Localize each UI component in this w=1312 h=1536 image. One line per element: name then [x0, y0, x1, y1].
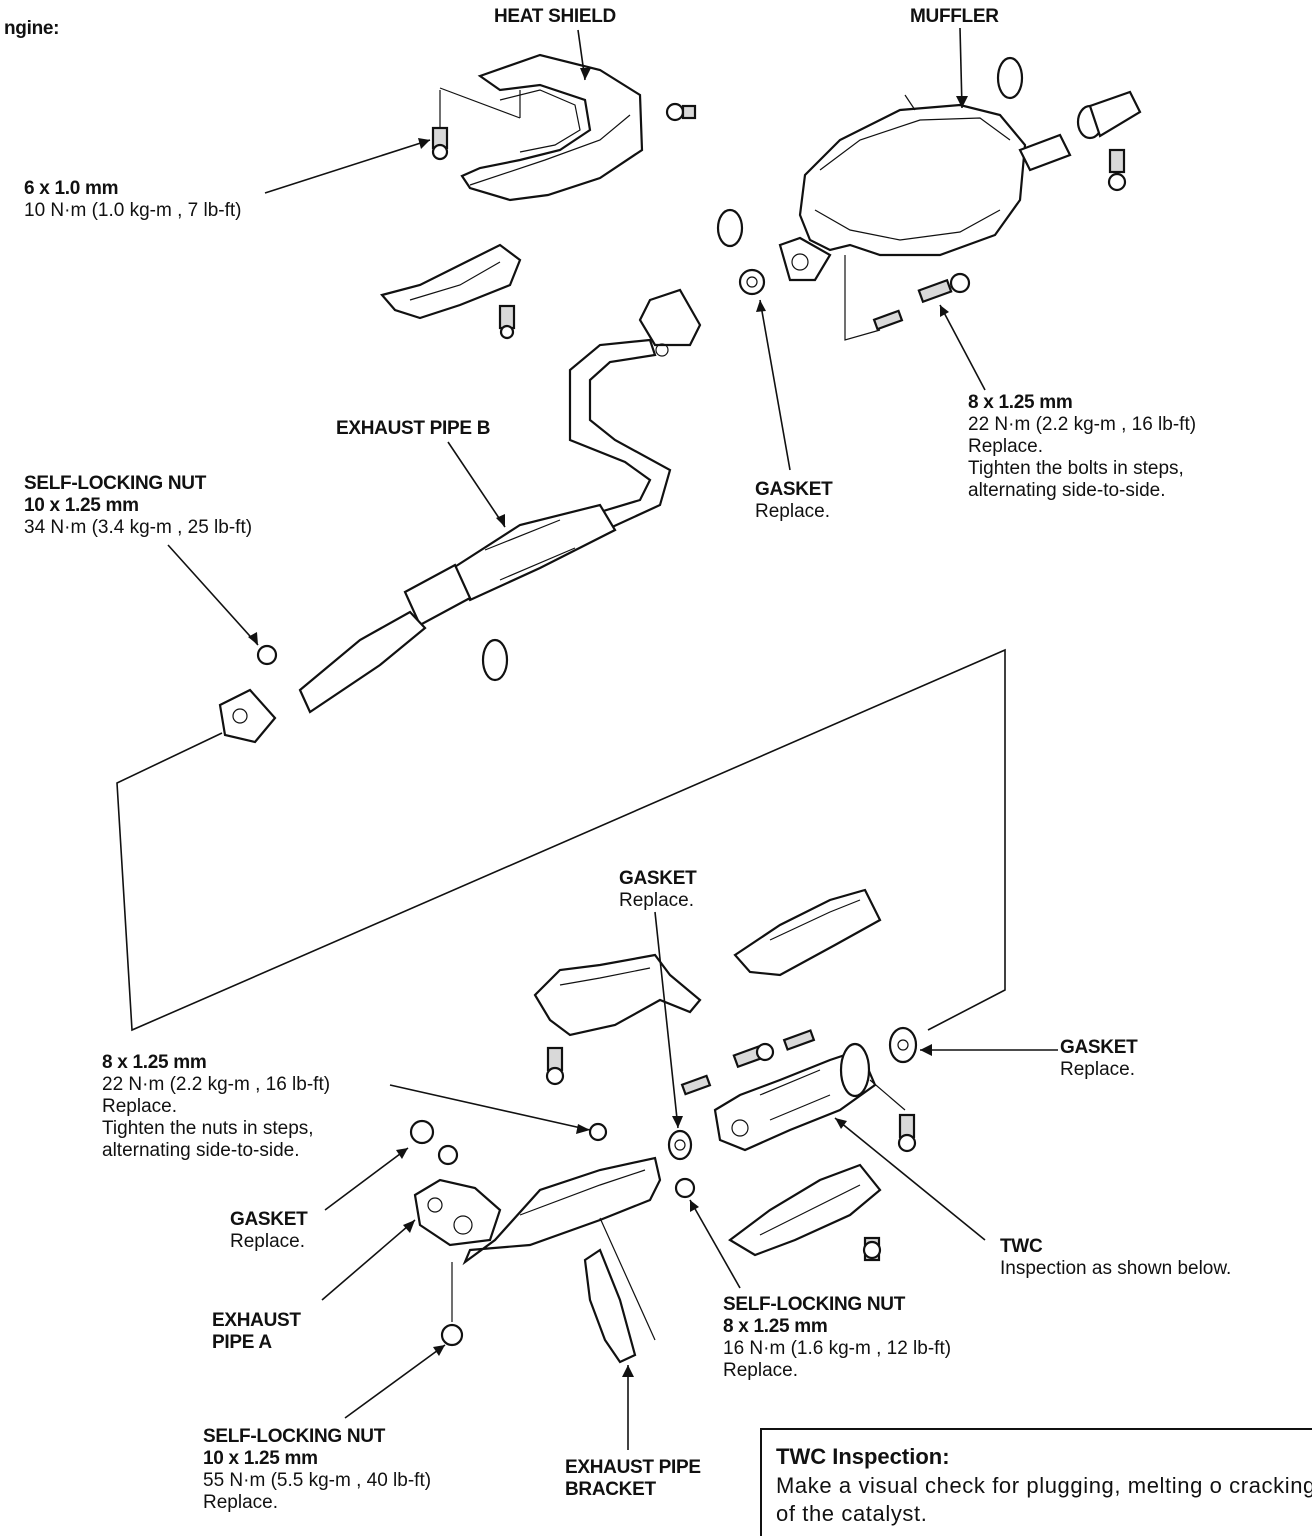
gasket-right-drawing — [888, 1026, 918, 1064]
heat-shield-label: HEAT SHIELD — [494, 6, 616, 27]
exhaust-pipe-bracket-callout: EXHAUST PIPE BRACKET — [565, 1457, 701, 1501]
heat-shield-lower-drawing — [380, 243, 522, 340]
arrowheads — [248, 68, 968, 1377]
twc-callout: TWC Inspection as shown below. — [1000, 1236, 1231, 1280]
bolt-6x1-callout: 6 x 1.0 mm 10 N·m (1.0 kg-m , 7 lb-ft) — [24, 178, 242, 222]
leader-lines — [167, 27, 1058, 1450]
nut-8x125-left-torque: 22 N·m (2.2 kg-m , 16 lb-ft) — [102, 1074, 331, 1095]
twc-note: Inspection as shown below. — [1000, 1258, 1232, 1279]
exhaust-pipe-a-line1: EXHAUST — [212, 1310, 301, 1331]
self-locking-nut-bottom-torque: 55 N·m (5.5 kg-m , 40 lb-ft) — [203, 1470, 432, 1491]
gasket-mid-note: Replace. — [619, 890, 694, 911]
gasket-right-note: Replace. — [1060, 1059, 1135, 1080]
nut-8x125-left-note1: Replace. — [102, 1096, 177, 1117]
exhaust-pipe-b-drawing — [218, 288, 702, 744]
exhaust-pipe-bracket-line2: BRACKET — [565, 1479, 656, 1500]
bolt-small-top — [665, 102, 697, 122]
gasket-top-note: Replace. — [755, 501, 830, 522]
rubber-mounts — [481, 56, 1024, 682]
self-locking-nut-bottom-note: Replace. — [203, 1492, 278, 1513]
exhaust-pipe-bracket-line1: EXHAUST PIPE — [565, 1457, 701, 1478]
bolt-6x1-size: 6 x 1.0 mm — [24, 178, 119, 199]
gasket-mid-drawing — [588, 1122, 696, 1199]
muffler-label: MUFFLER — [910, 6, 999, 27]
bolt-8x125-top-callout: 8 x 1.25 mm 22 N·m (2.2 kg-m , 16 lb-ft)… — [968, 392, 1196, 502]
nut-8x125-left-size: 8 x 1.25 mm — [102, 1052, 207, 1073]
heat-shield-top-drawing — [439, 53, 644, 202]
twc-title: TWC — [1000, 1236, 1043, 1257]
exhaust-pipe-a-line2: PIPE A — [212, 1332, 272, 1353]
self-locking-nut-mid-size: 8 x 1.25 mm — [723, 1316, 828, 1337]
self-locking-nut-mid-title: SELF-LOCKING NUT — [723, 1294, 906, 1315]
exhaust-pipe-a-callout: EXHAUST PIPE A — [212, 1310, 301, 1354]
self-locking-nut-bottom-callout: SELF-LOCKING NUT 10 x 1.25 mm 55 N·m (5.… — [203, 1426, 431, 1514]
muffler-bolts — [844, 255, 971, 341]
bolt-6x1-torque: 10 N·m (1.0 kg-m , 7 lb-ft) — [24, 200, 242, 221]
connection-frame — [116, 648, 1006, 1032]
self-locking-nut-mid-callout: SELF-LOCKING NUT 8 x 1.25 mm 16 N·m (1.6… — [723, 1294, 951, 1382]
heat-shield-c-drawing — [733, 888, 882, 977]
muffler-tip-drawing — [1076, 90, 1142, 192]
heat-shield-d-drawing — [728, 1163, 882, 1262]
gasket-left-callout: GASKET Replace. — [230, 1209, 308, 1253]
corner-text: ngine: — [4, 18, 60, 39]
exhaust-pipe-a-drawing — [409, 1119, 662, 1347]
twc-drawing — [680, 1029, 917, 1153]
bolt-8x125-top-torque: 22 N·m (2.2 kg-m , 16 lb-ft) — [968, 414, 1197, 435]
muffler-drawing — [778, 94, 1072, 282]
exhaust-pipe-b-label: EXHAUST PIPE B — [336, 418, 491, 439]
gasket-top-drawing — [738, 268, 766, 296]
gasket-top-callout: GASKET Replace. — [755, 479, 833, 523]
self-locking-nut-bottom-size: 10 x 1.25 mm — [203, 1448, 318, 1469]
exhaust-pipe-bracket-drawing — [583, 1217, 656, 1364]
gasket-top-title: GASKET — [755, 479, 833, 500]
self-locking-nut-top-torque: 34 N·m (3.4 kg-m , 25 lb-ft) — [24, 517, 253, 538]
nut-8x125-left-note3: alternating side-to-side. — [102, 1140, 300, 1161]
bolt-8x125-top-note2: Tighten the bolts in steps, — [968, 458, 1184, 479]
bolt-heat-shield — [431, 90, 449, 161]
self-locking-nut-bottom-title: SELF-LOCKING NUT — [203, 1426, 386, 1447]
self-locking-nut-mid-note: Replace. — [723, 1360, 798, 1381]
bolt-8x125-top-note1: Replace. — [968, 436, 1043, 457]
gasket-right-callout: GASKET Replace. — [1060, 1037, 1138, 1081]
self-locking-nut-top-callout: SELF-LOCKING NUT 10 x 1.25 mm 34 N·m (3.… — [24, 473, 252, 539]
gasket-mid-callout: GASKET Replace. — [619, 868, 697, 912]
twc-inspection-box: TWC Inspection: Make a visual check for … — [760, 1428, 1312, 1536]
nut-8x125-left-callout: 8 x 1.25 mm 22 N·m (2.2 kg-m , 16 lb-ft)… — [102, 1052, 330, 1162]
bolt-8x125-top-note3: alternating side-to-side. — [968, 480, 1166, 501]
gasket-right-title: GASKET — [1060, 1037, 1138, 1058]
self-locking-nut-top-size: 10 x 1.25 mm — [24, 495, 139, 516]
self-locking-nut-top-title: SELF-LOCKING NUT — [24, 473, 207, 494]
gasket-left-title: GASKET — [230, 1209, 308, 1230]
twc-inspection-heading: TWC Inspection: — [776, 1444, 950, 1469]
gasket-mid-title: GASKET — [619, 868, 697, 889]
self-locking-nut-mid-torque: 16 N·m (1.6 kg-m , 12 lb-ft) — [723, 1338, 952, 1359]
gasket-left-note: Replace. — [230, 1231, 305, 1252]
bolt-8x125-top-size: 8 x 1.25 mm — [968, 392, 1073, 413]
twc-inspection-text: Make a visual check for plugging, meltin… — [776, 1473, 1312, 1526]
heat-shield-b-drawing — [533, 953, 702, 1086]
nut-8x125-left-note2: Tighten the nuts in steps, — [102, 1118, 314, 1139]
